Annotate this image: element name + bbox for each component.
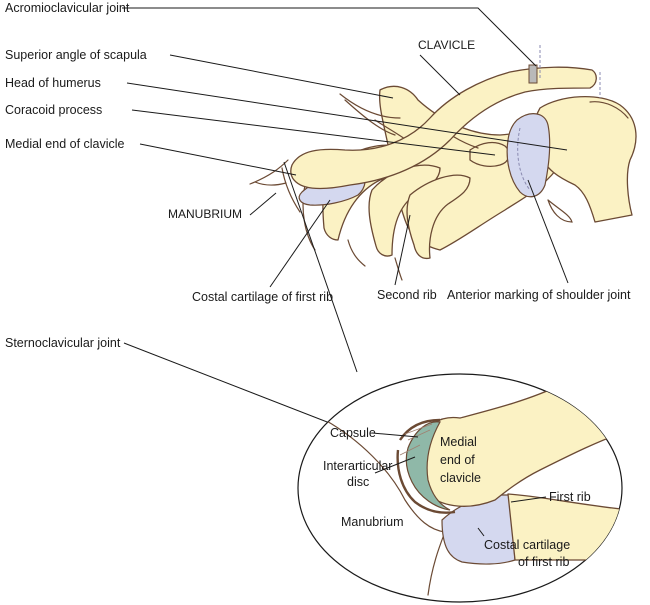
inset-clavicle [415,377,622,507]
shoulder-joint-marking [506,113,551,198]
label-medial-end-clavicle: Medial end of clavicle [5,137,125,151]
leader-superior-angle [169,54,394,99]
leader-second-rib [394,214,411,286]
inset-label-first-rib: First rib [549,490,591,504]
leader-inset-capsule [371,432,419,438]
leader-zoom-line [283,161,358,373]
leader-inset-costal-cartilage [477,527,485,537]
inset-label-medial-line1: Medial [440,435,477,449]
leader-manubrium [249,192,277,216]
label-clavicle: CLAVICLE [418,38,475,52]
leader-clavicle [419,54,461,96]
inset-manubrium-outline [324,419,446,596]
label-second-rib: Second rib [377,288,437,302]
leader-medial-end-clavicle [139,143,297,176]
inset-interarticular-disc [405,421,451,511]
inset-label-disc-line2: disc [347,475,369,489]
third-rib [406,174,471,260]
label-sternoclavicular-joint: Sternoclavicular joint [5,336,121,350]
acromioclavicular-joint-marker [528,64,538,84]
inset-capsule-fibres [399,423,433,456]
upper-labels: Acromioclavicular joint Superior angle o… [5,1,631,350]
label-manubrium: MANUBRIUM [168,207,242,221]
shoulder-thin-line [589,101,629,119]
inset-label-medial-line2: end of [440,453,475,467]
leader-costal-cartilage [269,199,331,288]
label-coracoid-process: Coracoid process [5,103,102,117]
label-anterior-marking-shoulder: Anterior marking of shoulder joint [447,288,631,302]
label-superior-angle-scapula: Superior angle of scapula [5,48,147,62]
inset-label-medial-line3: clavicle [440,471,481,485]
upper-illustration [249,45,637,281]
inset-label-disc-line1: Interarticular [323,459,392,473]
label-costal-cartilage-first-rib: Costal cartilage of first rib [192,290,333,304]
inset-label-costal-line2: of first rib [518,555,569,569]
inset-label-capsule: Capsule [330,426,376,440]
label-acromioclavicular-joint: Acromioclavicular joint [5,1,130,15]
label-head-of-humerus: Head of humerus [5,76,101,90]
inset-capsule [396,418,456,514]
leader-head-humerus [126,82,568,151]
capsule-line [547,199,573,223]
clavicle [290,66,597,190]
inset-label-manubrium: Manubrium [341,515,404,529]
leader-anterior-marking [527,179,569,284]
inset-magnified-view: Capsule Interarticular disc Medial end o… [297,373,623,603]
leader-lines [122,7,569,456]
vessel-lines [339,93,479,153]
leader-inset-first-rib [510,496,547,503]
leader-acromioclavicular [122,7,537,67]
shoulder-joint-dashes [517,127,531,191]
leader-inset-disc [374,456,416,474]
leader-coracoid [131,109,496,156]
inset-label-costal-line1: Costal cartilage [484,538,570,552]
